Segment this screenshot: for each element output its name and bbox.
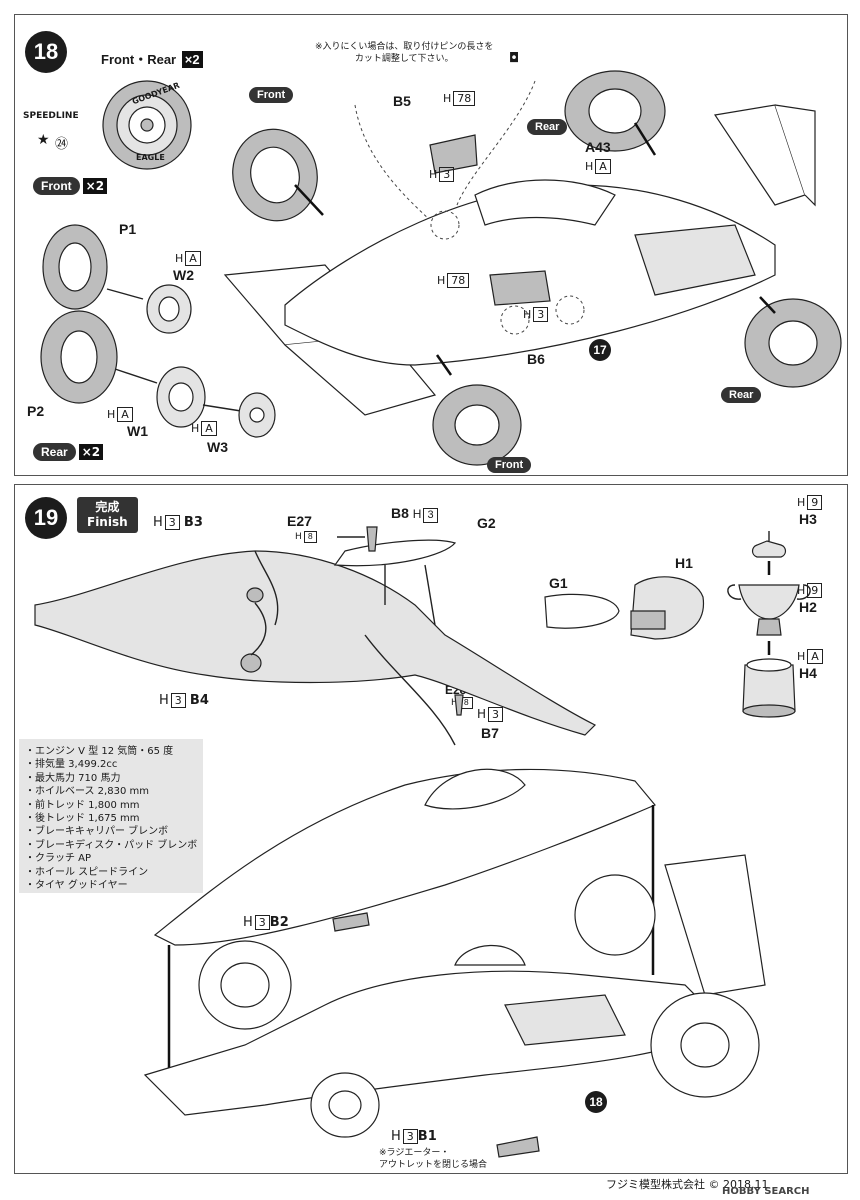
front-tag-bottom: Front <box>487 457 532 473</box>
part-h2: H2 <box>799 599 817 615</box>
decal-star-icon: ★ <box>37 132 50 148</box>
car-assembly-18 <box>223 70 842 466</box>
decal-number: ㉔ <box>55 137 69 152</box>
step-18-panel: 18 Front・Rear ×2 SPEEDLINE ★ ㉔ GOODYEAR … <box>14 14 848 476</box>
footer-company: フジミ模型株式会社 © 2018.11 <box>606 1178 769 1191</box>
front-tire-exploded <box>42 224 192 334</box>
rear-tag-top: Rear <box>527 119 568 135</box>
car-assembly-19 <box>143 768 766 1158</box>
part-g2: G2 <box>477 515 496 531</box>
front-tag-top: Front <box>249 87 294 103</box>
tire-decal-illustration <box>102 80 192 170</box>
part-h3: H3 <box>799 511 817 527</box>
front-rear-label: Front・Rear ×2 <box>101 49 203 68</box>
x2-badge: ×2 <box>181 51 203 68</box>
part-b6: B6 <box>527 351 545 367</box>
part-e27: E27 <box>287 513 312 529</box>
part-w2: W2 <box>173 267 194 283</box>
rear-tag-bottom: Rear <box>721 387 762 403</box>
tire-brand-bottom: EAGLE <box>136 153 165 162</box>
speedline-label: SPEEDLINE <box>23 111 79 121</box>
part-b5: B5 <box>393 93 411 109</box>
spec-item: ・ブレーキディスク・パッド ブレンボ <box>25 839 198 851</box>
part-a43: A43 <box>585 139 611 155</box>
spec-item: ・エンジン V 型 12 気筒・65 度 <box>25 746 174 757</box>
spec-item: ・後トレッド 1,675 mm <box>25 813 140 825</box>
spec-item: ・最大馬力 710 馬力 <box>25 772 121 784</box>
part-g1: G1 <box>549 575 568 591</box>
spec-item: ・前トレッド 1,800 mm <box>25 799 140 811</box>
spec-item: ・ホイール スピードライン <box>25 866 149 878</box>
step-18-number: 18 <box>25 31 67 73</box>
watermark-logo: HOBBY SEARCH <box>722 1186 810 1197</box>
front-x2-tag: Front×2 <box>33 177 108 195</box>
spec-item: ・ホイルベース 2,830 mm <box>25 786 149 798</box>
rear-tire-exploded <box>40 310 276 438</box>
spec-item: ・タイヤ グッドイヤー <box>25 880 128 892</box>
part-h4: H4 <box>799 665 817 681</box>
spec-item: ・ブレーキキャリパー ブレンボ <box>25 826 169 838</box>
step-19-number: 19 <box>25 497 67 539</box>
part-w1: W1 <box>127 423 148 439</box>
spec-item: ・クラッチ AP <box>25 853 92 865</box>
part-w3: W3 <box>207 439 228 455</box>
note-marker-icon: ◘ <box>509 51 520 66</box>
part-p2: P2 <box>27 403 45 419</box>
ref-step-18: 18 <box>585 1091 607 1113</box>
ref-step-17: 17 <box>589 339 611 361</box>
rear-x2-tag: Rear×2 <box>33 443 104 461</box>
part-h1: H1 <box>675 555 693 571</box>
pin-cut-note: ※入りにくい場合は、取り付けピンの長さを カット調整して下さい。 <box>315 42 494 64</box>
engine-cover-exploded <box>34 526 811 746</box>
spec-item: ・排気量 3,499.2cc <box>25 759 118 771</box>
b1-note: ※ラジエーター・ アウトレットを閉じる場合 <box>379 1148 488 1170</box>
part-p1: P1 <box>119 221 137 237</box>
part-b7: B7 <box>481 725 499 741</box>
specs-box: ・エンジン V 型 12 気筒・65 度 ・排気量 3,499.2cc ・最大馬… <box>19 739 203 893</box>
